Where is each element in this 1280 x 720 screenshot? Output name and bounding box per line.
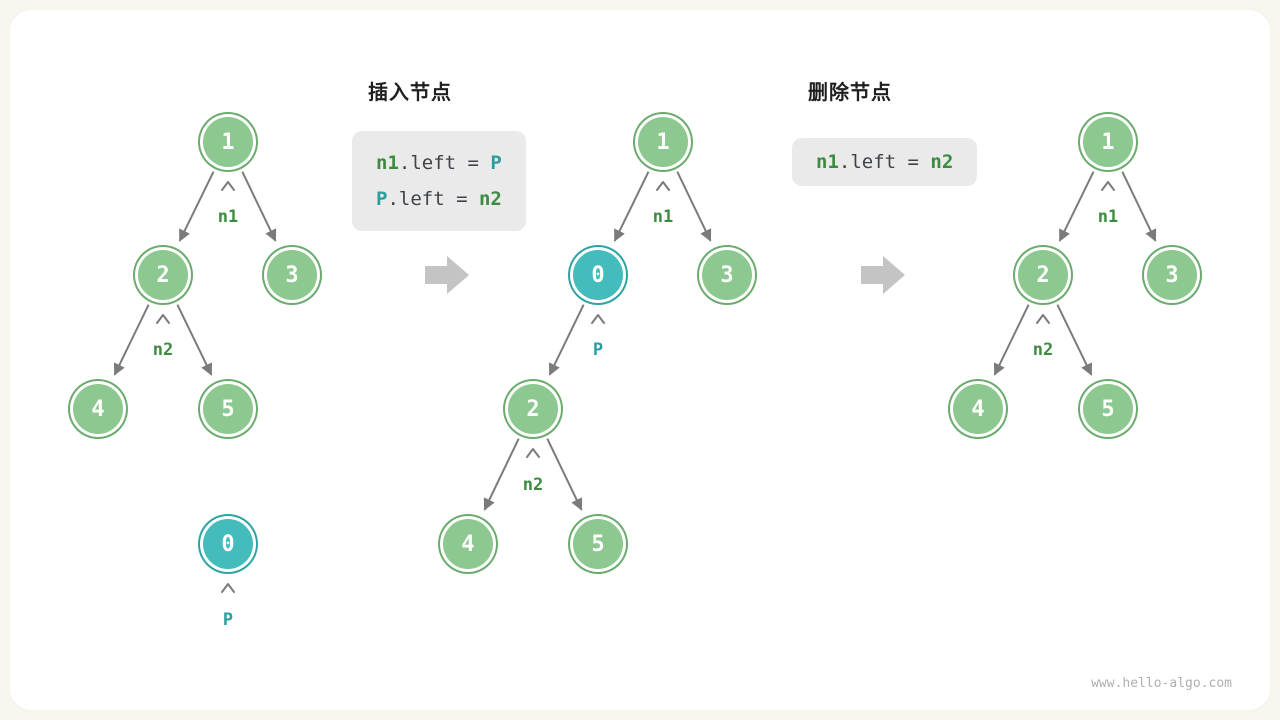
- pointer-label-n1: n1: [652, 207, 674, 227]
- delete-code-block: n1.left = n2: [792, 138, 978, 186]
- tree-node: 1: [1083, 117, 1133, 167]
- code-line: P.left = n2: [376, 181, 502, 217]
- tree-node: 4: [443, 519, 493, 569]
- code-var: n1: [376, 152, 399, 174]
- code-line: n1.left = n2: [816, 144, 953, 180]
- tree-node: 4: [953, 384, 1003, 434]
- pointer-label-p: P: [222, 610, 234, 630]
- diagram-panel: [10, 10, 1270, 710]
- tree-node: 2: [508, 384, 558, 434]
- pointer-label-n2: n2: [522, 475, 544, 495]
- tree-node-p: 0: [203, 519, 253, 569]
- insert-section-title: 插入节点: [368, 82, 452, 104]
- pointer-label-n1: n1: [217, 207, 239, 227]
- tree-node-p: 0: [573, 250, 623, 300]
- code-line: n1.left = P: [376, 145, 502, 181]
- tree-node: 2: [138, 250, 188, 300]
- insert-code-block: n1.left = P P.left = n2: [352, 131, 526, 231]
- delete-section-title: 删除节点: [808, 82, 892, 104]
- code-var: P: [376, 188, 388, 210]
- watermark: www.hello-algo.com: [1091, 676, 1232, 691]
- tree-node: 5: [573, 519, 623, 569]
- tree-node: 4: [73, 384, 123, 434]
- pointer-label-n1: n1: [1097, 207, 1119, 227]
- code-var: n2: [478, 188, 502, 210]
- pointer-label-n2: n2: [152, 340, 174, 360]
- tree-node: 1: [638, 117, 688, 167]
- pointer-label-p: P: [592, 340, 604, 360]
- code-op: .left =: [398, 152, 491, 174]
- pointer-label-n2: n2: [1032, 340, 1054, 360]
- tree-node: 3: [702, 250, 752, 300]
- tree-node: 2: [1018, 250, 1068, 300]
- code-var: n2: [930, 151, 954, 173]
- code-var: P: [490, 152, 502, 174]
- tree-node: 3: [1147, 250, 1197, 300]
- tree-node: 5: [1083, 384, 1133, 434]
- tree-node: 1: [203, 117, 253, 167]
- tree-node: 5: [203, 384, 253, 434]
- code-var: n1: [816, 151, 839, 173]
- tree-node: 3: [267, 250, 317, 300]
- code-op: .left =: [838, 151, 931, 173]
- code-op: .left =: [387, 188, 479, 210]
